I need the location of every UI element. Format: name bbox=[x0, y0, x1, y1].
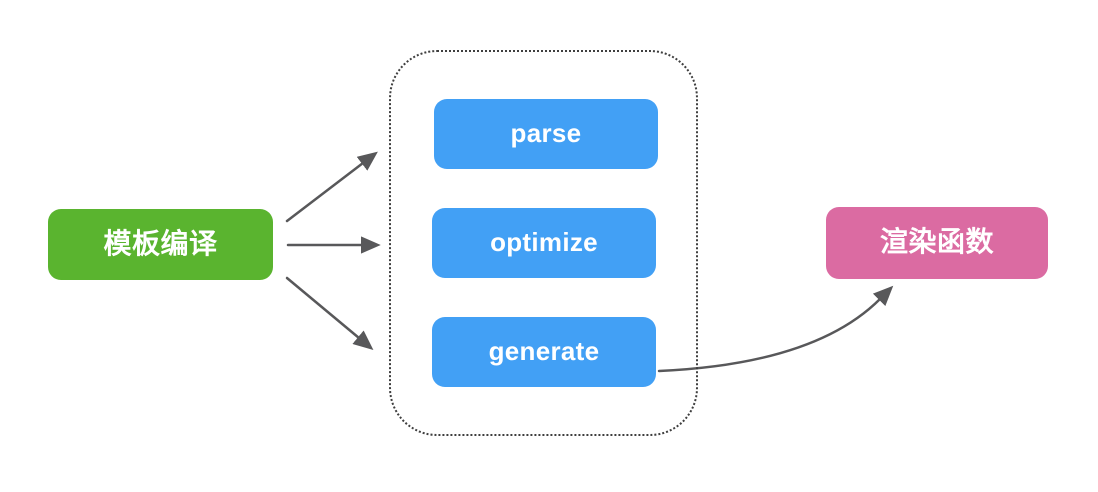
node-optimize-label: optimize bbox=[490, 227, 598, 257]
node-template-compile: 模板编译 bbox=[48, 209, 273, 280]
node-parse-label: parse bbox=[510, 118, 582, 148]
node-optimize: optimize bbox=[432, 208, 656, 278]
node-generate-label: generate bbox=[488, 336, 600, 366]
node-parse: parse bbox=[434, 99, 658, 169]
node-render-function: 渲染函数 bbox=[826, 207, 1048, 279]
compiler-pipeline-container bbox=[389, 50, 698, 436]
arrow-compile-to-parse-icon bbox=[285, 151, 378, 223]
arrow-compile-to-generate-icon bbox=[285, 276, 374, 351]
node-template-compile-label: 模板编译 bbox=[103, 227, 218, 259]
node-render-function-label: 渲染函数 bbox=[879, 226, 994, 257]
node-generate: generate bbox=[432, 317, 656, 387]
